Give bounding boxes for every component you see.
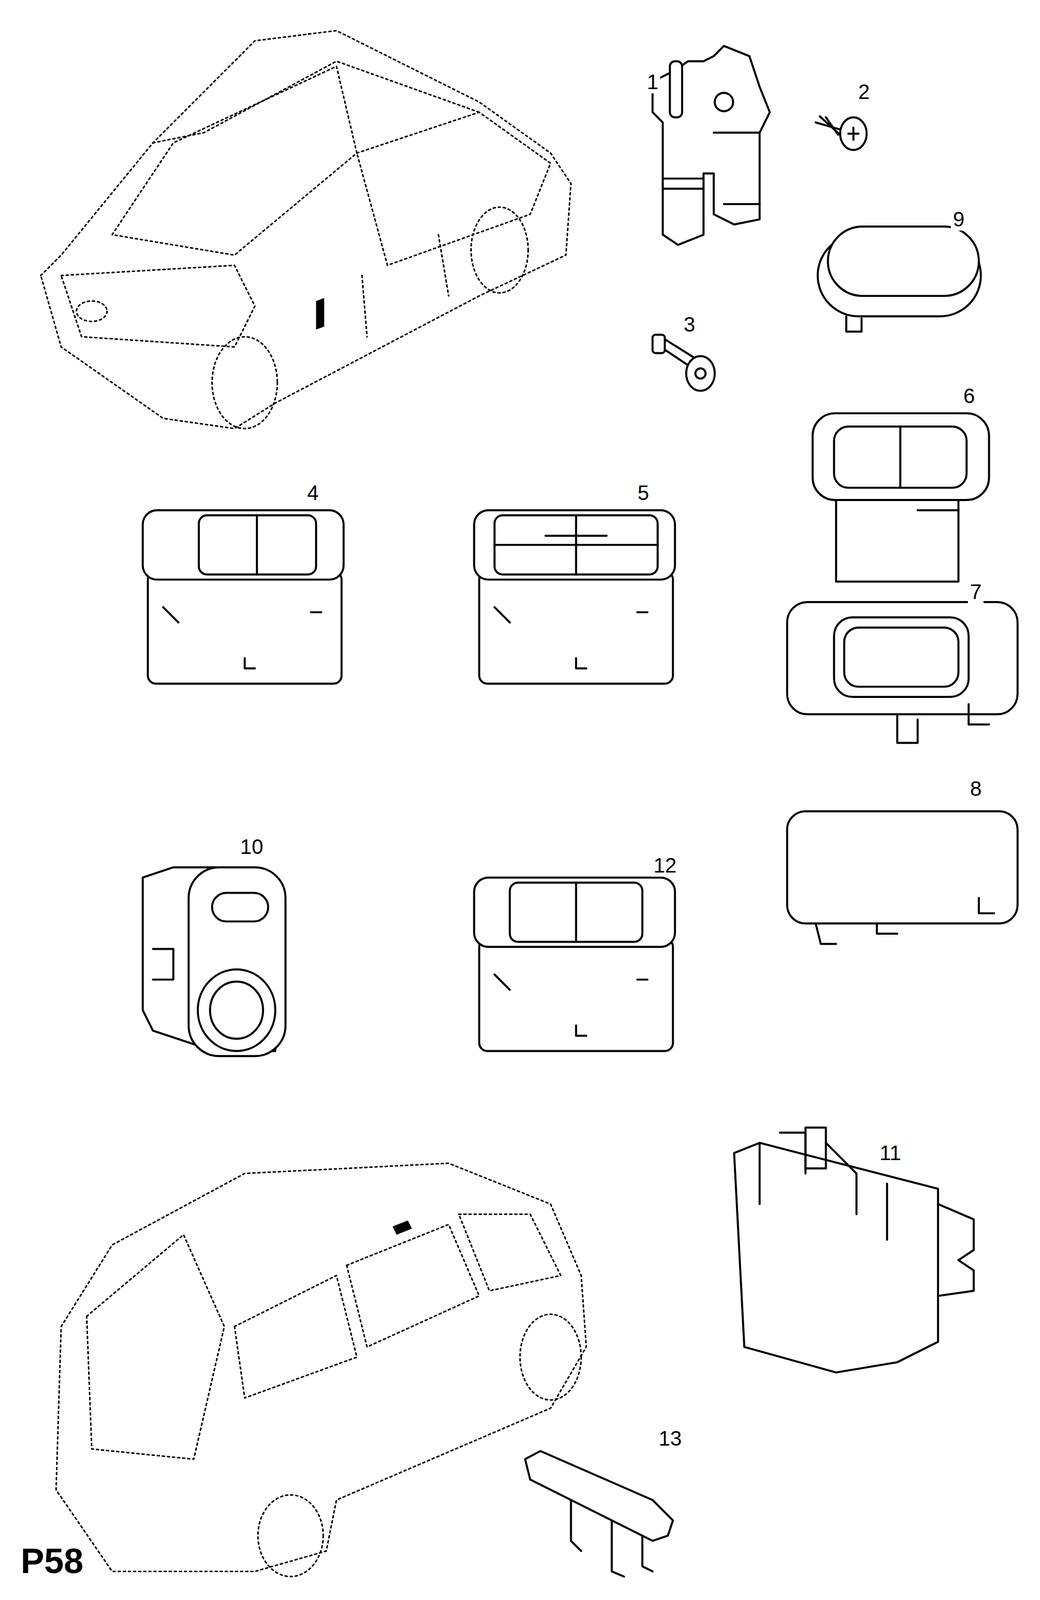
callout-number: 6 [961,384,977,408]
callout-number: 9 [950,207,967,231]
window-switch-block [473,510,675,684]
callout-number: 5 [635,481,652,504]
callout-number: 3 [681,312,698,336]
oval-cap [817,226,981,332]
window-switch-block [473,877,675,1051]
callout-number: 13 [656,1426,685,1450]
screw [815,116,867,151]
callout-number: 2 [856,80,872,104]
car-rear-outline [55,1162,587,1577]
callout-number: 10 [238,834,266,858]
callout-number: 1 [644,70,661,94]
callout-number: 7 [968,580,984,603]
window-switch-block [142,510,344,684]
mirror-switch [142,867,286,1056]
end-cap [525,1450,673,1576]
callout-number: 12 [651,853,680,877]
callout-number: 8 [968,776,984,800]
callout-number: 11 [877,1140,904,1164]
blank-cover [787,811,1018,944]
window-motor [652,46,770,245]
page-code: P58 [20,1542,84,1578]
single-switch [812,413,990,582]
callout-number: 4 [305,481,321,504]
bolt [652,334,715,391]
car-front-outline [40,30,572,429]
relay [733,1127,974,1372]
switch-frame [787,601,1018,743]
